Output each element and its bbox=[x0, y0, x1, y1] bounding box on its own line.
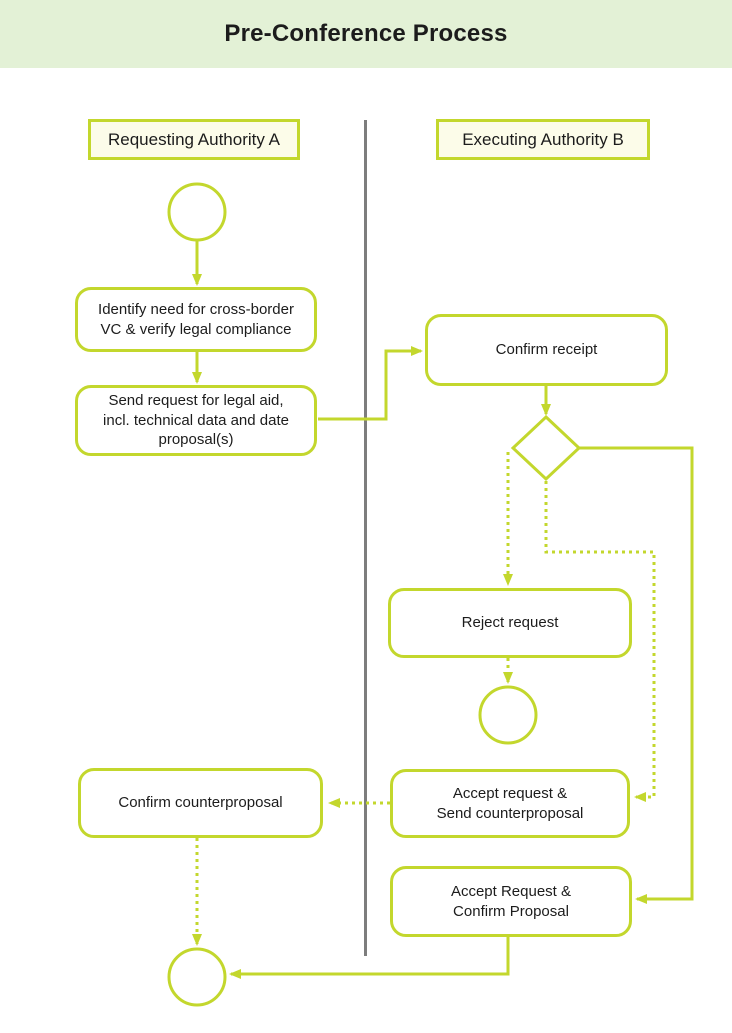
task-confirm-counterproposal: Confirm counterproposal bbox=[78, 768, 323, 838]
title-band: Pre-Conference Process bbox=[0, 0, 732, 68]
start-event-circle bbox=[167, 182, 227, 242]
lane-header-executing-authority-b: Executing Authority B bbox=[436, 119, 650, 160]
task-identify-need: Identify need for cross-border VC & veri… bbox=[75, 287, 317, 352]
task-send-request: Send request for legal aid, incl. techni… bbox=[75, 385, 317, 456]
decision-diamond bbox=[510, 414, 582, 482]
task-confirm-receipt: Confirm receipt bbox=[425, 314, 668, 386]
connector-sendrequest-to-confirmreceipt bbox=[318, 346, 423, 421]
task-accept-send-counterproposal: Accept request & Send counterproposal bbox=[390, 769, 630, 838]
task-accept-confirm-proposal: Accept Request & Confirm Proposal bbox=[390, 866, 632, 937]
end-event-circle-reject bbox=[478, 685, 538, 745]
connector-decision-to-acceptconfirm bbox=[578, 446, 694, 904]
task-reject-request: Reject request bbox=[388, 588, 632, 658]
page-title: Pre-Conference Process bbox=[224, 20, 508, 47]
lane-header-requesting-authority-a: Requesting Authority A bbox=[88, 119, 300, 160]
end-event-circle-final bbox=[167, 947, 227, 1007]
connector-decision-to-counterproposal bbox=[544, 481, 656, 802]
connector-acceptconfirm-to-end bbox=[229, 937, 510, 979]
